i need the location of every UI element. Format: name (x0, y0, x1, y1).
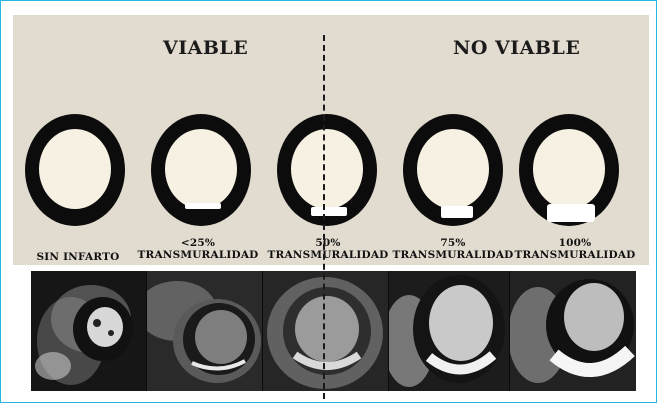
mri-image-100 (510, 271, 636, 391)
mri-image-sin-infarto (31, 271, 146, 391)
caption-line: TRANSMURALIDAD (263, 249, 393, 261)
infarct-mark (547, 204, 595, 222)
no-viable-heading: NO VIABLE (453, 37, 580, 59)
caption-50: 50% TRANSMURALIDAD (263, 237, 393, 261)
caption-percent: 75% (388, 237, 518, 249)
caption-25: <25% TRANSMURALIDAD (133, 237, 263, 261)
caption-percent: 50% (263, 237, 393, 249)
ring-25-transmuralidad (145, 110, 253, 228)
mri-image-25 (147, 271, 262, 391)
ring-75-transmuralidad (397, 110, 505, 228)
dashed-divider-line (323, 35, 325, 399)
infarct-mark (185, 203, 221, 209)
mri-image-strip (31, 271, 636, 391)
caption-75: 75% TRANSMURALIDAD (388, 237, 518, 261)
ring-100-transmuralidad (513, 110, 621, 228)
ring-sin-infarto (19, 110, 127, 228)
mri-image-75 (389, 271, 509, 391)
caption-line: SIN INFARTO (13, 251, 143, 263)
viable-heading: VIABLE (163, 37, 248, 59)
caption-line: TRANSMURALIDAD (510, 249, 640, 261)
caption-line: TRANSMURALIDAD (133, 249, 263, 261)
caption-percent: <25% (133, 237, 263, 249)
diagram-panel: VIABLE NO VIABLE (13, 15, 649, 265)
caption-percent: 100% (510, 237, 640, 249)
mri-image-50 (263, 271, 388, 391)
caption-100: 100% TRANSMURALIDAD (510, 237, 640, 261)
caption-sin-infarto: SIN INFARTO (13, 251, 143, 263)
ring-50-transmuralidad (271, 110, 379, 228)
caption-line: TRANSMURALIDAD (388, 249, 518, 261)
infarct-mark (311, 207, 347, 216)
infarct-mark (441, 206, 473, 218)
